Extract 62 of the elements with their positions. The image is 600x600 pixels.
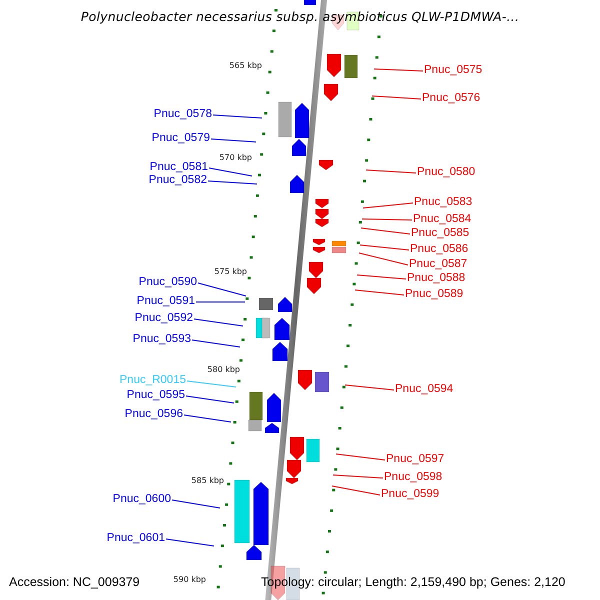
gene-label: Pnuc_0597 — [386, 453, 444, 466]
gene-label: Pnuc_0588 — [407, 272, 466, 285]
gene-label: Pnuc_0578 — [154, 108, 212, 121]
leader-line — [210, 138, 256, 142]
leader-line — [198, 282, 246, 296]
leader-line — [362, 218, 412, 220]
leader-line — [186, 396, 234, 404]
gene-label: Pnuc_0579 — [152, 132, 210, 145]
gene-label: Pnuc_0594 — [395, 383, 454, 396]
leader-line — [172, 500, 220, 508]
scale-tick-label: 570 kbp — [219, 153, 252, 163]
gene-label: Pnuc_0576 — [422, 92, 480, 105]
leader-line — [184, 414, 232, 422]
leader-line — [212, 114, 262, 118]
leader-line — [374, 68, 424, 72]
leader-line — [208, 168, 252, 176]
gene-label: Pnuc_0581 — [150, 161, 208, 174]
leader-line — [360, 244, 410, 250]
scale-tick-label: 565 kbp — [229, 61, 262, 71]
gene-label: Pnuc_0591 — [136, 295, 195, 308]
gene-label: Pnuc_0598 — [384, 471, 442, 484]
scale-tick-label: 585 kbp — [191, 476, 224, 486]
gene-label: Pnuc_0599 — [381, 488, 440, 501]
gene-label: Pnuc_0583 — [414, 196, 472, 209]
gene-label: Pnuc_0592 — [134, 312, 193, 325]
diagram-title: Polynucleobacter necessarius subsp. asymbioticus QLW-P1DMWA-... — [80, 10, 520, 23]
gene-label: Pnuc_0593 — [132, 333, 191, 346]
gene-label: Pnuc_0586 — [410, 243, 468, 256]
leader-line — [366, 170, 416, 174]
scale-tick-label: 580 kbp — [207, 365, 240, 375]
gene-label: Pnuc_0600 — [112, 493, 171, 506]
genome-info-text: Topology: circular; Length: 2,159,490 bp; Genes: 2,120 — [261, 576, 566, 589]
gene-label: Pnuc_0595 — [126, 389, 185, 402]
gene-label: Pnuc_0585 — [411, 227, 470, 240]
leader-line — [192, 340, 240, 348]
leader-line — [360, 228, 410, 234]
genome-info-text: Accession: NC_009379 — [9, 576, 140, 589]
scale-tick-label: 575 kbp — [214, 267, 247, 277]
leader-line — [332, 486, 380, 496]
gene-label: Pnuc_0582 — [148, 174, 207, 187]
leader-line — [356, 274, 406, 280]
gene-label: Pnuc_0580 — [417, 166, 476, 179]
leader-line — [166, 538, 214, 546]
scale-tick-label: 590 kbp — [173, 575, 206, 585]
leader-line — [208, 180, 258, 184]
leader-line — [372, 96, 422, 100]
leader-line — [332, 474, 384, 478]
gene-label: Pnuc_0590 — [138, 276, 197, 289]
leader-line — [358, 252, 408, 266]
leader-line — [344, 384, 394, 390]
gene-label: Pnuc_0584 — [413, 213, 472, 226]
gene-label: Pnuc_0589 — [405, 288, 464, 301]
leader-line — [362, 202, 414, 208]
leader-line — [336, 454, 386, 460]
gene-label: Pnuc_0601 — [106, 532, 165, 545]
gene-label: Pnuc_0575 — [424, 64, 482, 77]
leader-line — [194, 318, 244, 326]
gene-label: Pnuc_R0015 — [120, 374, 186, 387]
leader-line — [354, 290, 404, 296]
gene-label: Pnuc_0596 — [124, 408, 183, 421]
gene-label: Pnuc_0587 — [409, 258, 468, 271]
leader-line — [186, 380, 236, 388]
